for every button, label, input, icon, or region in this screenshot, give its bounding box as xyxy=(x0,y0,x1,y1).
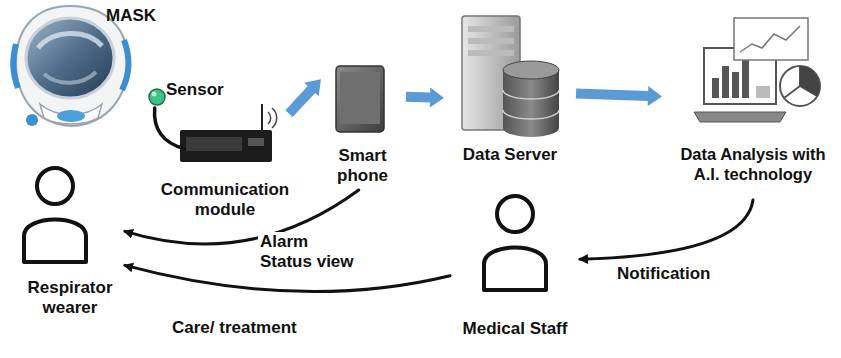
server-icon xyxy=(462,16,559,137)
sensor-ball-part xyxy=(152,92,157,97)
node-label: Medical Staff xyxy=(450,319,580,339)
mask-illustration-part xyxy=(26,18,114,98)
smartphone-icon xyxy=(336,66,384,132)
device-node: Communication module xyxy=(150,118,300,224)
mask-illustration-part xyxy=(38,33,102,48)
analysis-icon-part xyxy=(712,78,719,98)
communication-module xyxy=(180,104,277,162)
communication-module-part xyxy=(248,138,264,146)
phone-node: Smart phone xyxy=(325,62,400,190)
sensor-ball xyxy=(149,89,165,105)
analysis-icon xyxy=(694,18,820,122)
person-icon-part xyxy=(24,220,86,263)
server-icon-part xyxy=(468,26,514,32)
sensor-ball-part xyxy=(149,89,165,105)
mask-node: MASK xyxy=(10,0,155,135)
analysis-icon-part xyxy=(780,66,820,106)
sensor-node: Sensor xyxy=(148,76,232,108)
edge-label: Alarm Status view xyxy=(258,232,362,272)
node-label: Communication module xyxy=(150,180,300,220)
communication-module-part xyxy=(268,112,271,124)
analysis-icon-part xyxy=(694,112,786,122)
node-label: Data Server xyxy=(450,145,570,165)
mask-illustration-part xyxy=(122,40,128,90)
mask-illustration-part xyxy=(13,44,18,88)
analysis-icon-part xyxy=(800,66,820,96)
server-icon-part xyxy=(503,90,559,119)
edge-label: Notification xyxy=(615,264,713,284)
analysis-icon-part xyxy=(734,18,808,60)
communication-module-part xyxy=(180,130,272,162)
analysis-icon-part xyxy=(742,60,749,98)
server-icon-part xyxy=(503,61,559,79)
sensor-cable xyxy=(155,108,185,149)
server-icon-part xyxy=(468,50,514,56)
server-icon-part xyxy=(503,70,559,137)
server-node: Data Server xyxy=(450,8,570,169)
person-icon-part xyxy=(37,168,73,204)
person-node: Medical Staff xyxy=(450,185,580,350)
person-icon xyxy=(24,168,86,262)
flow-arrow xyxy=(406,88,444,108)
analysis-icon-part xyxy=(722,66,729,98)
smartphone-icon-part xyxy=(340,72,380,124)
curved-arrow xyxy=(580,200,753,259)
node-label: MASK xyxy=(106,6,156,26)
person-icon xyxy=(484,196,546,290)
analysis-node: Data Analysis with A.I. technology xyxy=(668,12,838,200)
analysis-icon-part xyxy=(756,86,770,98)
communication-module-part xyxy=(186,137,242,151)
smartphone-icon-part xyxy=(336,66,384,132)
mask-illustration-part xyxy=(44,72,96,83)
analysis-icon-part xyxy=(740,26,800,52)
edge-label: Care/ treatment xyxy=(170,318,299,338)
analysis-icon-part xyxy=(732,72,739,98)
mask-illustration-part xyxy=(26,114,38,126)
mask-illustration-part xyxy=(40,104,102,124)
flow-arrow xyxy=(285,79,321,117)
node-label: Sensor xyxy=(166,80,232,100)
person-icon-part xyxy=(497,196,533,232)
person-icon-part xyxy=(484,248,546,291)
server-icon-part xyxy=(468,38,514,44)
communication-module-part xyxy=(272,108,277,128)
node-label: Respirator wearer xyxy=(15,278,125,318)
node-label: Smart phone xyxy=(325,146,400,186)
mask-illustration-part xyxy=(57,110,85,122)
node-label: Data Analysis with A.I. technology xyxy=(668,144,838,184)
person-node: Respirator wearer xyxy=(15,160,125,330)
communication-module-part xyxy=(261,104,263,130)
flow-arrow xyxy=(576,86,662,106)
